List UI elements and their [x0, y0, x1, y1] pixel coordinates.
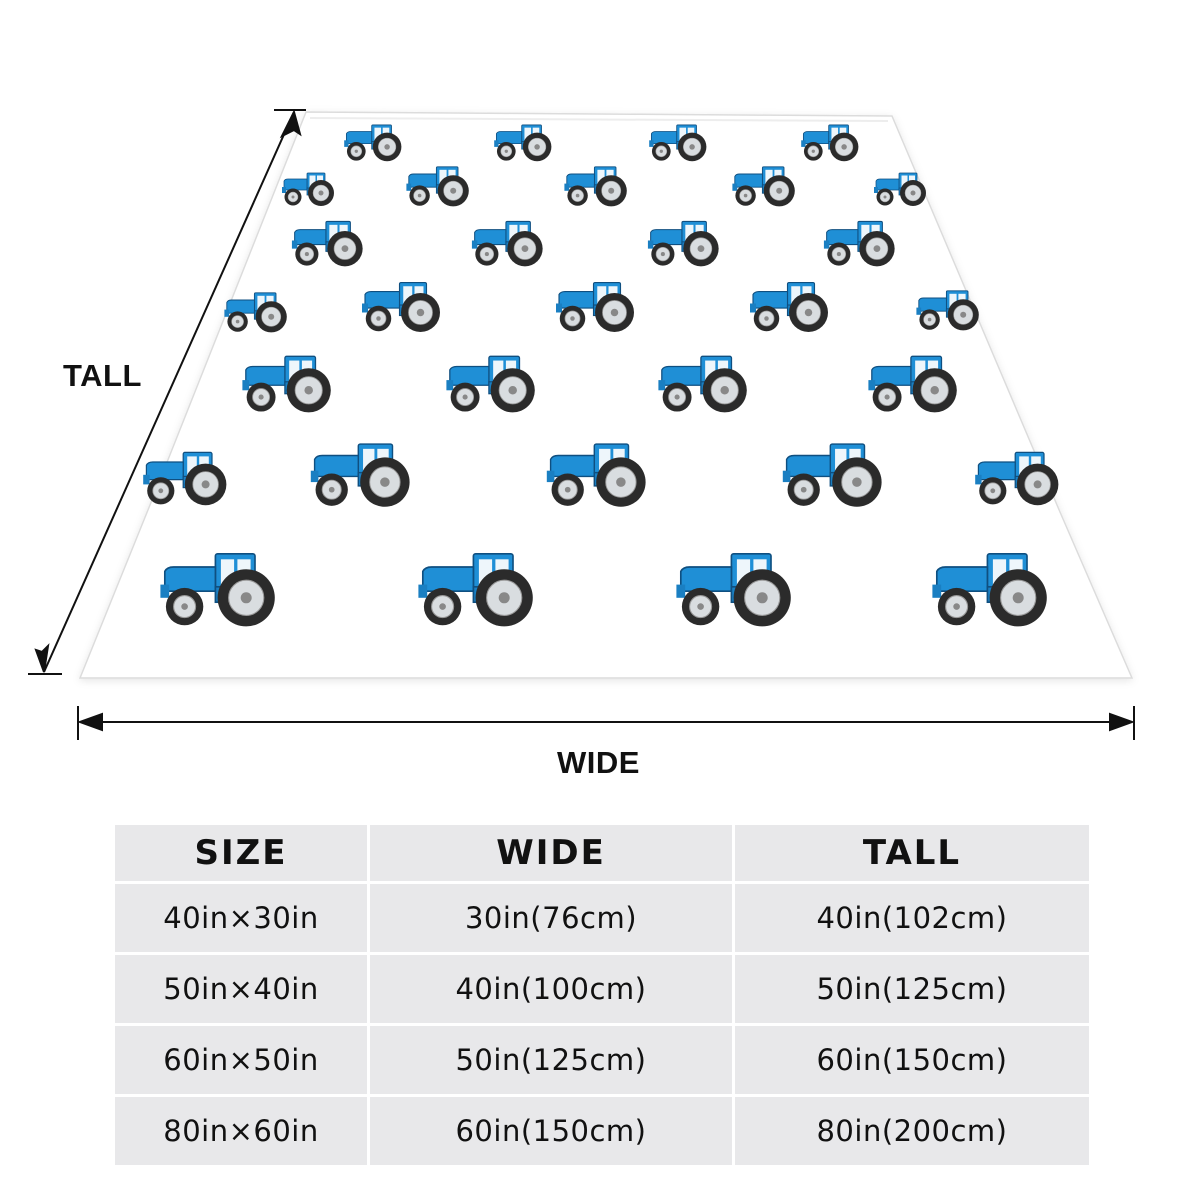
tall-dimension-arrow	[28, 109, 306, 675]
wide-dimension-arrow	[77, 706, 1135, 740]
tall-label: TALL	[63, 358, 142, 393]
size-cell: 60in×50in	[115, 1026, 367, 1094]
header-wide: WIDE	[370, 825, 732, 881]
wide-cell: 50in(125cm)	[370, 1026, 732, 1094]
size-table: SIZE WIDE TALL 40in×30in 30in(76cm) 40in…	[112, 822, 1092, 1168]
table-row: 40in×30in 30in(76cm) 40in(102cm)	[115, 884, 1089, 952]
table-header-row: SIZE WIDE TALL	[115, 825, 1089, 881]
wide-label: WIDE	[557, 745, 640, 780]
tall-cell: 60in(150cm)	[735, 1026, 1089, 1094]
table-row: 50in×40in 40in(100cm) 50in(125cm)	[115, 955, 1089, 1023]
tall-cell: 40in(102cm)	[735, 884, 1089, 952]
wide-cell: 40in(100cm)	[370, 955, 732, 1023]
header-size: SIZE	[115, 825, 367, 881]
size-cell: 80in×60in	[115, 1097, 367, 1165]
wide-cell: 60in(150cm)	[370, 1097, 732, 1165]
blanket-illustration	[28, 109, 1135, 740]
header-tall: TALL	[735, 825, 1089, 881]
tall-cell: 50in(125cm)	[735, 955, 1089, 1023]
wide-cell: 30in(76cm)	[370, 884, 732, 952]
table-row: 60in×50in 50in(125cm) 60in(150cm)	[115, 1026, 1089, 1094]
size-cell: 50in×40in	[115, 955, 367, 1023]
size-cell: 40in×30in	[115, 884, 367, 952]
tall-cell: 80in(200cm)	[735, 1097, 1089, 1165]
table-row: 80in×60in 60in(150cm) 80in(200cm)	[115, 1097, 1089, 1165]
